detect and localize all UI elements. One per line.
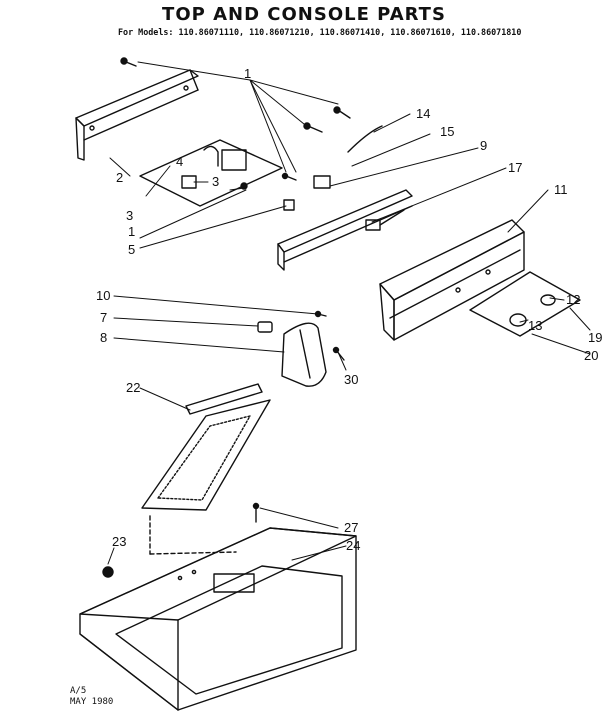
callout-7: 7 xyxy=(100,310,107,325)
callout-22: 22 xyxy=(126,380,140,395)
callout-2: 2 xyxy=(116,170,123,185)
callout-14: 14 xyxy=(416,106,430,121)
callout-27: 27 xyxy=(344,520,358,535)
callout-9: 9 xyxy=(480,138,487,153)
footer-date: MAY 1980 xyxy=(70,697,114,707)
switch-panel-part xyxy=(469,271,581,337)
screw-14b xyxy=(303,122,323,133)
callout-10: 10 xyxy=(96,288,110,303)
callout-labels: 1 2 3 4 1 3 5 14 15 9 17 11 10 7 8 30 12… xyxy=(96,66,602,553)
rear-bracket-part xyxy=(75,69,199,161)
callout-13: 13 xyxy=(528,318,542,333)
model-numbers: For Models: 110.86071110, 110.86071210, … xyxy=(118,27,522,37)
screw-left-console xyxy=(281,172,297,181)
console-panel-part xyxy=(379,219,525,341)
screw-top-left xyxy=(120,57,137,67)
callout-11: 11 xyxy=(554,182,568,197)
lint-screen-part xyxy=(141,383,271,511)
callout-30: 30 xyxy=(344,372,358,387)
callout-24: 24 xyxy=(346,538,360,553)
callout-15: 15 xyxy=(440,124,454,139)
callout-3a: 3 xyxy=(126,208,133,223)
callout-1b: 1 xyxy=(128,224,135,239)
callout-12: 12 xyxy=(566,292,580,307)
callout-4: 4 xyxy=(176,154,183,169)
diagram-title: TOP AND CONSOLE PARTS xyxy=(162,4,446,25)
timer-bracket-part xyxy=(139,139,283,207)
callout-17: 17 xyxy=(508,160,522,175)
leader-lines xyxy=(107,61,591,565)
top-panel-part xyxy=(79,527,357,711)
screw-23 xyxy=(102,566,114,578)
callout-8: 8 xyxy=(100,330,107,345)
screw-14 xyxy=(333,106,351,119)
wire-harness-part xyxy=(347,125,383,153)
screw-27 xyxy=(252,502,260,523)
callout-20: 20 xyxy=(584,348,598,363)
callout-3b: 3 xyxy=(212,174,219,189)
guide-line-22-24 xyxy=(149,515,237,555)
callout-5: 5 xyxy=(128,242,135,257)
clip-part xyxy=(283,199,295,211)
screw-30 xyxy=(332,346,345,361)
callout-23: 23 xyxy=(112,534,126,549)
switch-part-17 xyxy=(365,209,405,231)
footer-code: A/5 xyxy=(70,686,87,696)
callout-1a: 1 xyxy=(244,66,251,81)
knob-part-7 xyxy=(257,321,273,333)
callout-19: 19 xyxy=(588,330,602,345)
housing-part-8 xyxy=(281,322,327,387)
console-bracket-part xyxy=(277,175,413,271)
